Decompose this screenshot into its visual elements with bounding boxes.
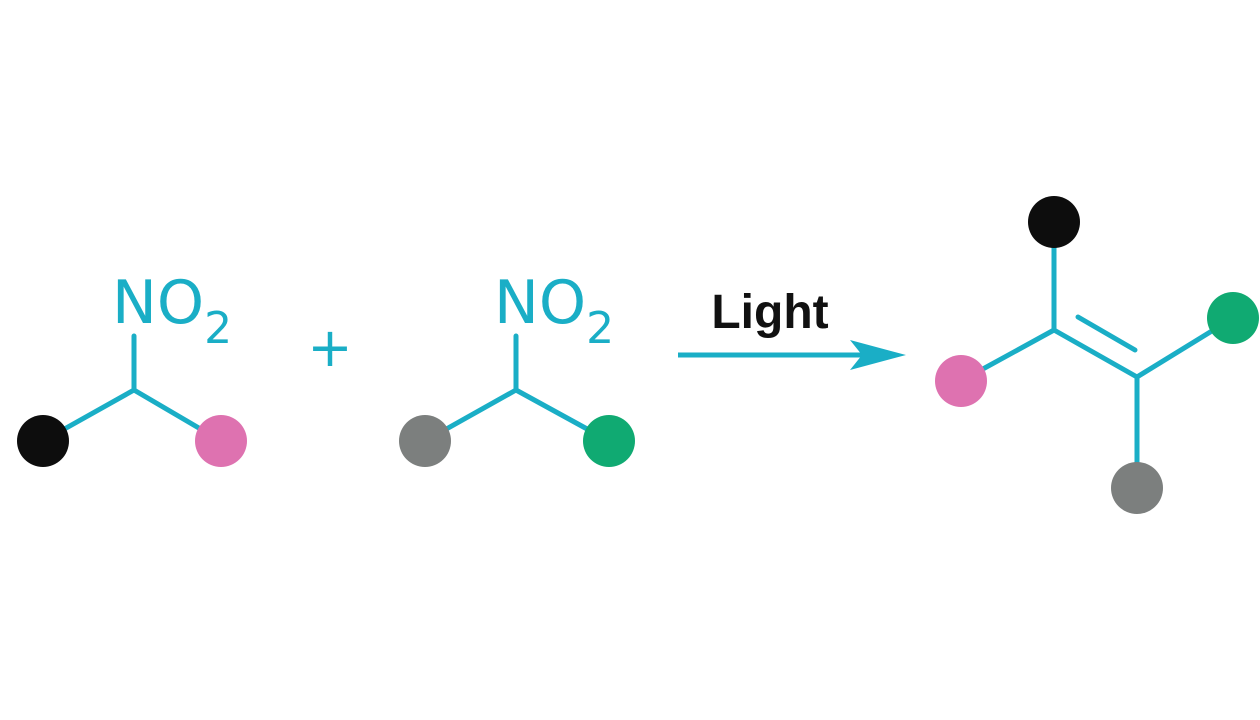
product-left-atom xyxy=(935,355,987,407)
reactant-1-nitro-subscript: 2 xyxy=(204,303,232,354)
reactant-1: NO2 xyxy=(17,268,247,467)
product-double-bond-outer xyxy=(1051,327,1140,380)
arrow-condition-label: Light xyxy=(711,286,828,339)
arrow-head xyxy=(850,340,906,370)
reactant-2-right-atom xyxy=(583,415,635,467)
product-bottom-atom xyxy=(1111,462,1163,514)
reactant-2-left-atom xyxy=(399,415,451,467)
reactant-2-nitro-subscript: 2 xyxy=(586,303,614,354)
product-top-atom xyxy=(1028,196,1080,248)
product xyxy=(935,196,1259,514)
reactant-1-nitro-main: NO xyxy=(112,268,204,338)
reactant-1-left-atom xyxy=(17,415,69,467)
reactant-2: NO2 xyxy=(399,268,635,467)
product-right-atom xyxy=(1207,292,1259,344)
reaction-arrow: Light xyxy=(678,286,906,370)
reactant-1-right-atom xyxy=(195,415,247,467)
reactant-2-nitro-group: NO2 xyxy=(494,268,614,354)
reactant-2-nitro-main: NO xyxy=(494,268,586,338)
plus-operator: + xyxy=(307,316,352,379)
reactant-1-nitro-group: NO2 xyxy=(112,268,232,354)
product-double-bond-inner xyxy=(1075,314,1138,353)
